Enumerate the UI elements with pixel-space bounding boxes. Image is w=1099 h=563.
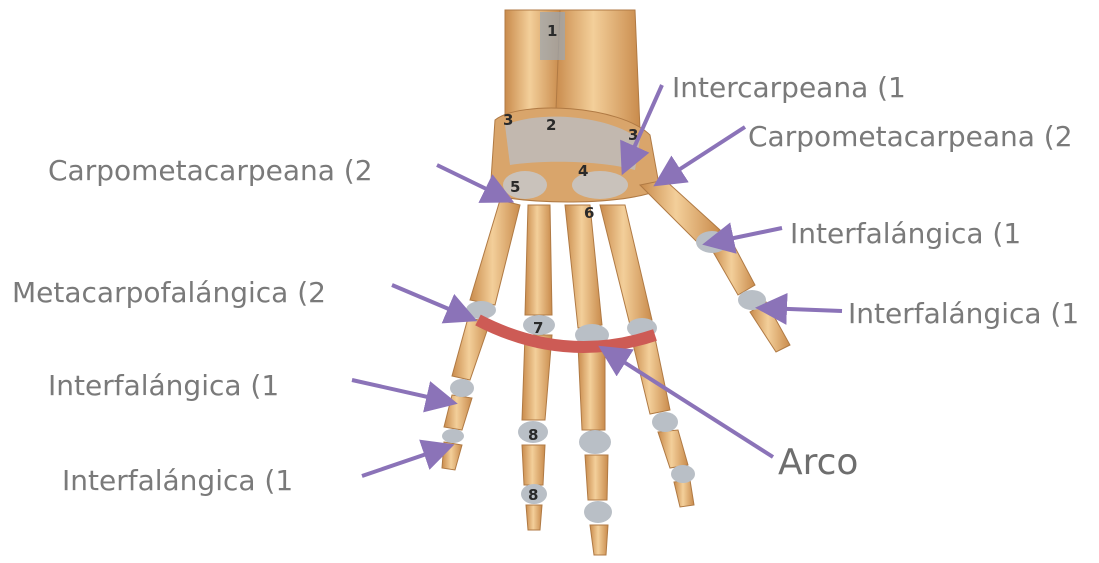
label-metacarpofalangica: Metacarpofalángica (2 (12, 279, 326, 307)
bone-number-4: 4 (578, 162, 588, 180)
label-interfalangica-left-2: Interfalángica (1 (62, 467, 293, 495)
bone-number-3a: 3 (503, 111, 513, 129)
metacarpal-bones (470, 180, 720, 328)
middle-finger (575, 324, 612, 555)
bone-number-8b: 8 (528, 486, 538, 504)
arrow-interfalangica-thumb-2 (763, 308, 842, 311)
arrow-interfalangica-left-2 (362, 447, 447, 476)
bone-number-1: 1 (547, 22, 557, 40)
thumb (696, 231, 790, 352)
label-carpometacarpeana-right: Carpometacarpeana (2 (748, 123, 1073, 151)
arrow-arco (605, 350, 773, 457)
label-arco: Arco (778, 445, 858, 481)
bone-number-6: 6 (584, 204, 594, 222)
label-carpometacarpeana-left: Carpometacarpeana (2 (48, 157, 373, 185)
arrow-carpometacarpeana-right (660, 127, 745, 182)
label-interfalangica-thumb-1: Interfalángica (1 (790, 220, 1021, 248)
label-interfalangica-thumb-2: Interfalángica (1 (848, 300, 1079, 328)
label-intercarpeana: Intercarpeana (1 (672, 74, 906, 102)
bone-number-5: 5 (510, 178, 520, 196)
bone-number-2: 2 (546, 116, 556, 134)
bone-number-8a: 8 (528, 426, 538, 444)
bone-number-7: 7 (533, 319, 543, 337)
arrow-metacarpofalangica (392, 285, 470, 318)
label-interfalangica-left-1: Interfalángica (1 (48, 372, 279, 400)
arrow-interfalangica-left-1 (352, 380, 450, 402)
